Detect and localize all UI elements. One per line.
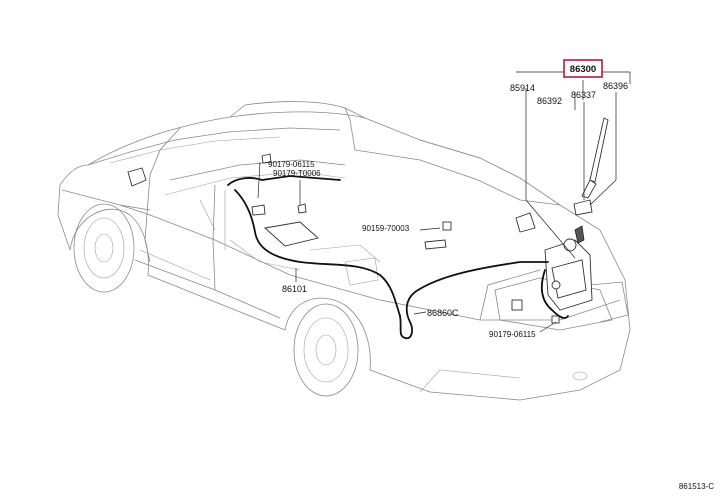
callout-labels: 86300 85914 86337 86396 86392 90179-0611… [268,59,714,491]
label-86860c: 86860C [427,308,459,318]
leader-lines [257,71,631,333]
label-90179-06115-top: 90179-06115 [268,160,315,169]
label-90159-70003: 90159-70003 [362,224,410,233]
car-body-outline [57,101,631,401]
antenna-cable [227,175,569,340]
label-85914: 85914 [510,83,535,93]
label-86337: 86337 [571,90,596,100]
label-86101: 86101 [282,284,307,294]
main-part-highlight-box [563,59,603,78]
label-90179-t0006: 90179-T0006 [273,169,321,178]
antenna-parts [251,117,609,324]
label-86396: 86396 [603,81,628,91]
label-90179-06115-bottom: 90179-06115 [489,330,536,339]
figure-code: 861513-C [679,482,714,491]
label-main-part-86300: 86300 [570,64,596,75]
label-86392: 86392 [537,96,562,106]
